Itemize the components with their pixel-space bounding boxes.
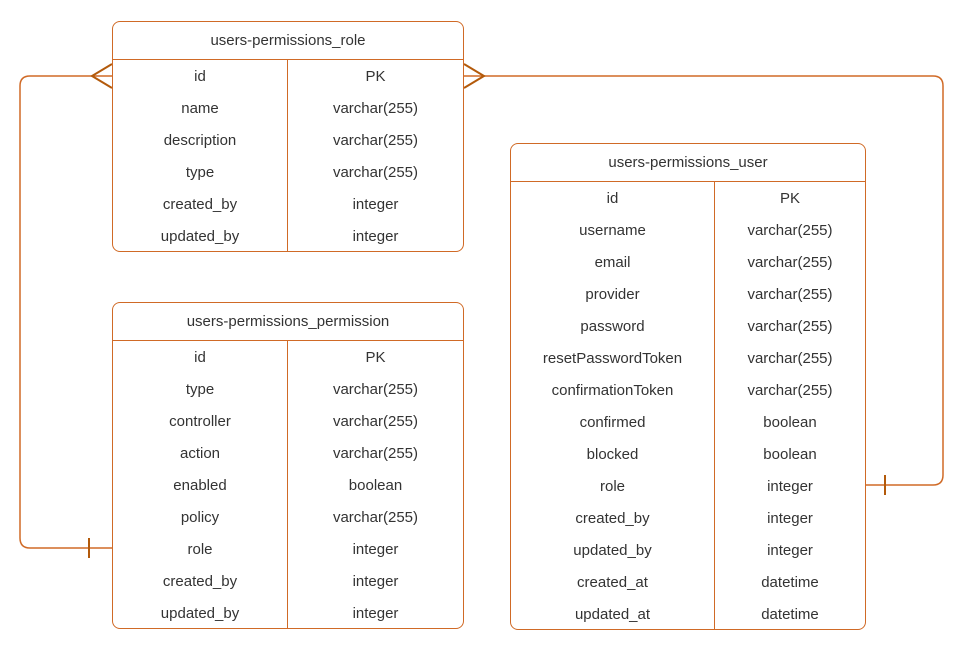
field-type: PK xyxy=(365,348,386,366)
table-row: confirmed boolean xyxy=(511,406,865,438)
field-type: PK xyxy=(779,189,800,207)
table-row: name varchar(255) xyxy=(113,92,463,124)
field-type: boolean xyxy=(348,476,403,494)
field-type: varchar(255) xyxy=(332,131,419,149)
field-type: varchar(255) xyxy=(747,285,833,303)
entity-table-users-permissions-user[interactable]: users-permissions_user id PK username varch… xyxy=(510,143,866,630)
field-name: description xyxy=(113,124,288,156)
field-name: role xyxy=(113,533,288,565)
table-title: users-permissions_permission xyxy=(113,303,463,341)
field-type: varchar(255) xyxy=(332,444,419,462)
field-type: integer xyxy=(352,195,399,213)
field-name: name xyxy=(113,92,288,124)
entity-table-users-permissions-role[interactable]: users-permissions_role id PK name varchar(2… xyxy=(112,21,464,252)
field-name: blocked xyxy=(511,438,715,470)
field-type: integer xyxy=(352,572,399,590)
table-row: controller varchar(255) xyxy=(113,405,463,437)
field-name: created_by xyxy=(113,188,288,220)
field-type: integer xyxy=(352,540,399,558)
field-name: created_by xyxy=(113,565,288,597)
field-type: boolean xyxy=(763,413,817,431)
field-type: PK xyxy=(365,67,386,85)
table-row: confirmationToken varchar(255) xyxy=(511,374,865,406)
field-name: email xyxy=(511,246,715,278)
table-title: users-permissions_role xyxy=(113,22,463,60)
field-name: username xyxy=(511,214,715,246)
table-row: enabled boolean xyxy=(113,469,463,501)
table-row: policy varchar(255) xyxy=(113,501,463,533)
table-row: resetPasswordToken varchar(255) xyxy=(511,342,865,374)
field-type: varchar(255) xyxy=(747,349,833,367)
field-name: type xyxy=(113,373,288,405)
field-name: id xyxy=(113,60,288,92)
connector-role-user[interactable] xyxy=(464,75,944,486)
field-name: created_at xyxy=(511,566,715,598)
field-name: password xyxy=(511,310,715,342)
table-row: type varchar(255) xyxy=(113,156,463,188)
table-row: id PK xyxy=(113,341,463,373)
table-row: email varchar(255) xyxy=(511,246,865,278)
table-row: id PK xyxy=(511,182,865,214)
field-type: varchar(255) xyxy=(332,508,419,526)
field-name: resetPasswordToken xyxy=(511,342,715,374)
field-name: updated_at xyxy=(511,598,715,630)
table-row: type varchar(255) xyxy=(113,373,463,405)
table-row: updated_at datetime xyxy=(511,598,865,630)
table-rows: id PK type varchar(255) controller varchar(25… xyxy=(113,341,463,629)
field-name: policy xyxy=(113,501,288,533)
field-type: integer xyxy=(767,541,813,559)
table-row: description varchar(255) xyxy=(113,124,463,156)
table-row: updated_by integer xyxy=(113,220,463,252)
table-rows: id PK name varchar(255) description varchar(2… xyxy=(113,60,463,252)
table-row: username varchar(255) xyxy=(511,214,865,246)
field-type: datetime xyxy=(761,573,819,591)
field-type: varchar(255) xyxy=(332,163,419,181)
field-type: datetime xyxy=(761,605,819,623)
field-type: varchar(255) xyxy=(332,380,419,398)
table-row: password varchar(255) xyxy=(511,310,865,342)
table-rows: id PK username varchar(255) email varchar(255… xyxy=(511,182,865,630)
field-name: type xyxy=(113,156,288,188)
table-row: updated_by integer xyxy=(113,597,463,629)
field-name: updated_by xyxy=(113,220,288,252)
field-name: controller xyxy=(113,405,288,437)
table-row: updated_by integer xyxy=(511,534,865,566)
table-row: role integer xyxy=(113,533,463,565)
field-type: varchar(255) xyxy=(747,221,833,239)
field-name: updated_by xyxy=(511,534,715,566)
field-type: varchar(255) xyxy=(332,99,419,117)
table-title: users-permissions_user xyxy=(511,144,865,182)
field-name: confirmed xyxy=(511,406,715,438)
field-type: boolean xyxy=(763,445,817,463)
field-name: confirmationToken xyxy=(511,374,715,406)
field-type: varchar(255) xyxy=(747,253,833,271)
field-name: action xyxy=(113,437,288,469)
field-name: role xyxy=(511,470,715,502)
field-type: varchar(255) xyxy=(747,381,833,399)
entity-table-users-permissions-permission[interactable]: users-permissions_permission id PK type var… xyxy=(112,302,464,629)
field-type: integer xyxy=(352,604,399,622)
field-type: integer xyxy=(352,227,399,245)
field-name: id xyxy=(511,182,715,214)
field-type: integer xyxy=(767,509,813,527)
table-row: action varchar(255) xyxy=(113,437,463,469)
table-row: created_at datetime xyxy=(511,566,865,598)
connector-role-permission[interactable] xyxy=(19,75,112,549)
table-row: role integer xyxy=(511,470,865,502)
table-row: provider varchar(255) xyxy=(511,278,865,310)
field-type: varchar(255) xyxy=(747,317,833,335)
field-name: provider xyxy=(511,278,715,310)
field-name: updated_by xyxy=(113,597,288,629)
table-row: created_by integer xyxy=(511,502,865,534)
field-type: integer xyxy=(767,477,813,495)
table-row: created_by integer xyxy=(113,565,463,597)
field-name: enabled xyxy=(113,469,288,501)
table-row: blocked boolean xyxy=(511,438,865,470)
table-row: id PK xyxy=(113,60,463,92)
table-row: created_by integer xyxy=(113,188,463,220)
field-type: varchar(255) xyxy=(332,412,419,430)
field-name: id xyxy=(113,341,288,373)
field-name: created_by xyxy=(511,502,715,534)
